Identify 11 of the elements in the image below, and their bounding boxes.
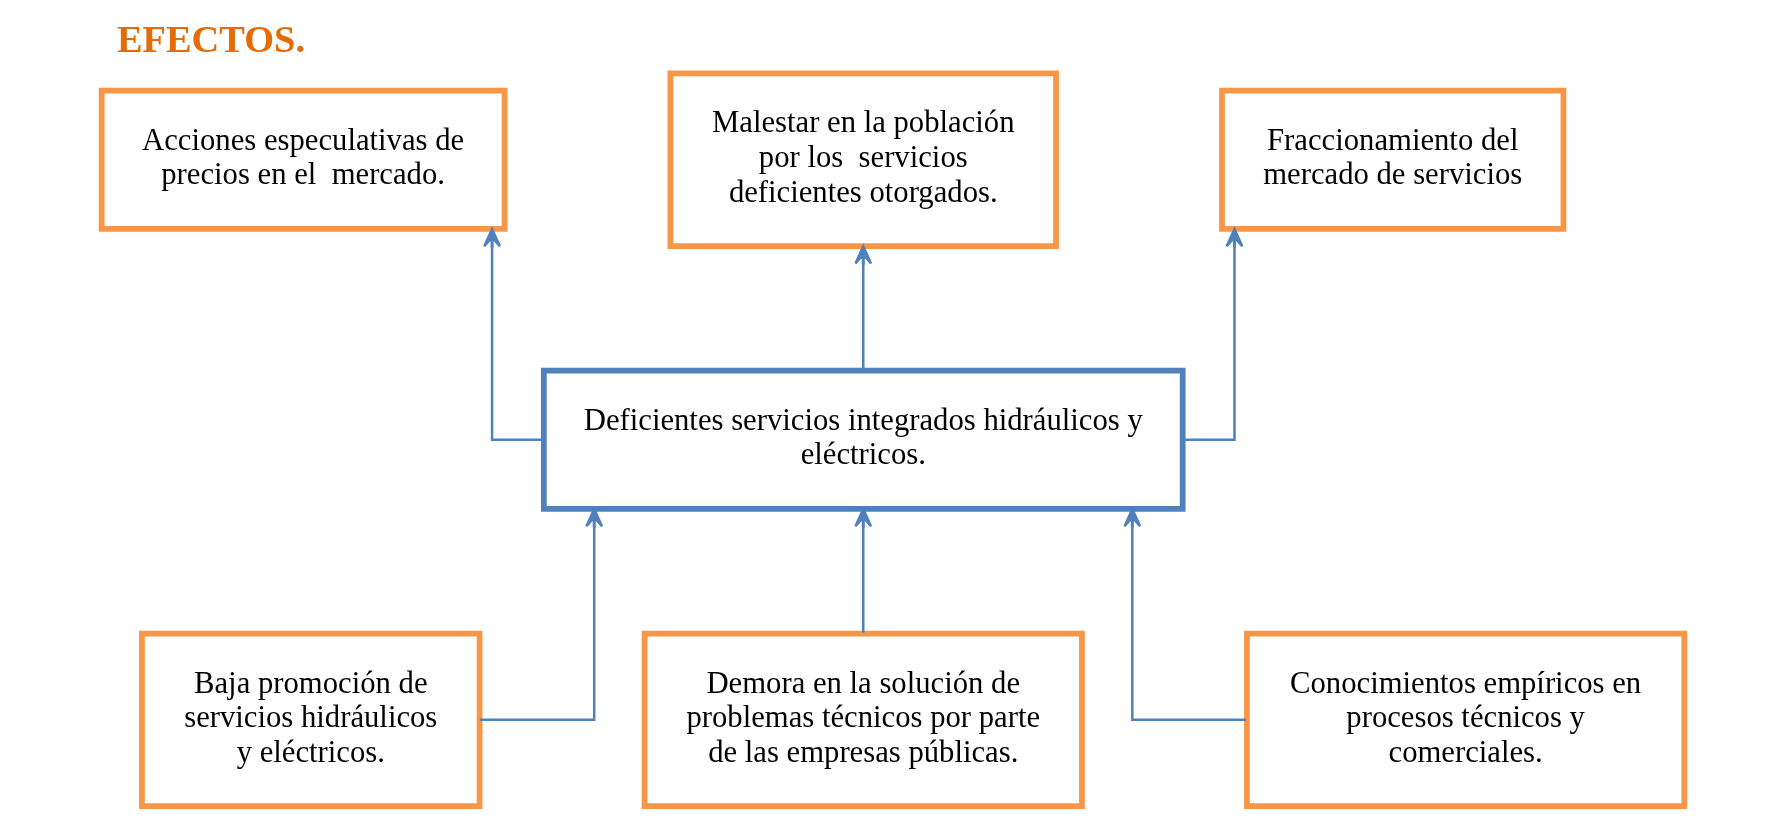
arrow [483, 227, 544, 442]
node-box: Fraccionamiento del mercado de servicios [1219, 87, 1567, 232]
arrow [854, 244, 873, 371]
node-box: Malestar en la población por los servicios deficientes otorgados. [667, 70, 1059, 249]
arrow [1182, 227, 1244, 442]
node-box: Deficientes servicios integrados hidráulicos y eléctricos. [541, 367, 1186, 512]
diagram-title: EFECTOS. [117, 18, 305, 61]
node-box: Conocimientos empíricos en procesos técnicos y comerciales. [1244, 630, 1688, 810]
node-box: Baja promoción de servicios hidráulicos y eléctricos. [139, 630, 483, 810]
node-box: Demora en la solución de problemas técnicos por parte de las empresas públicas. [641, 630, 1085, 810]
node-box: Acciones especulativas de precios en el mercado. [98, 87, 508, 232]
